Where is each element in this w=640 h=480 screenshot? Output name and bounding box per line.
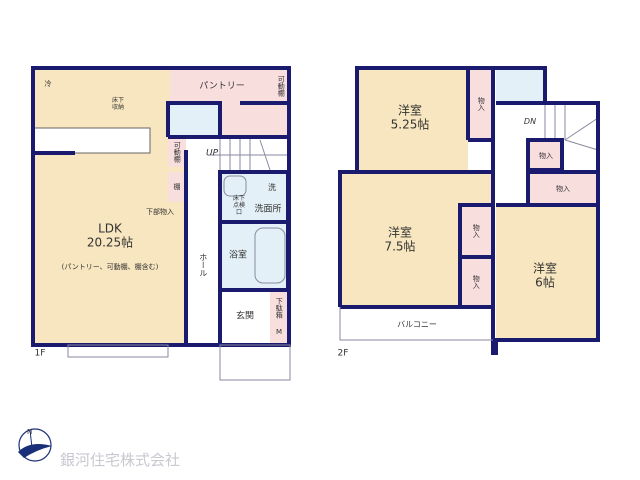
washroom-label: 洗面所 <box>254 204 282 215</box>
shelf-side <box>168 137 186 167</box>
closet-d <box>528 172 598 205</box>
room-6 <box>496 205 598 340</box>
pantry-label: パントリー <box>199 81 245 92</box>
hall-label: ホール <box>198 253 208 277</box>
toilet-2f <box>496 68 545 103</box>
sink-icon <box>223 175 247 197</box>
closet-b-label: 物入 <box>472 224 481 238</box>
shoe-box <box>270 290 288 345</box>
shelf-side-label: 可動棚 <box>173 141 182 163</box>
fridge-label: 冷 <box>44 79 52 88</box>
stairs-1f <box>210 137 288 171</box>
room-5-25 <box>357 68 468 170</box>
floor1-label: 1F <box>34 348 46 359</box>
company-name: 銀河住宅株式会社 <box>59 451 181 469</box>
bath-label: 浴室 <box>228 250 248 261</box>
compass-logo: N <box>18 428 52 462</box>
floor2-label: 2F <box>337 348 349 359</box>
closet-b2-label: 物入 <box>472 275 481 289</box>
ldk-area <box>33 68 186 345</box>
stairs-up-label: UP <box>205 148 219 159</box>
ldk-note: (パントリー、可動棚、棚含む) <box>61 262 159 271</box>
closet-c-label: 物入 <box>539 151 553 160</box>
kitchen-counter <box>32 127 151 154</box>
svg-text:N: N <box>27 428 32 436</box>
toilet-1f <box>168 103 220 137</box>
entrance-label: 玄関 <box>235 311 255 322</box>
walls-2f <box>338 66 600 355</box>
lower-storage-label: 下部物入 <box>146 207 174 216</box>
shelf <box>168 172 186 202</box>
shelf-label: 棚 <box>173 182 181 191</box>
inspection-label: 床下点検口 <box>232 195 245 217</box>
closet-a-label: 物入 <box>477 97 486 111</box>
shelf-top-label: 可動棚 <box>277 75 286 97</box>
closet-d-label: 物入 <box>556 184 570 193</box>
window-1f <box>67 344 169 358</box>
closet-a <box>468 68 493 140</box>
m-label: M <box>275 327 283 336</box>
closet-c <box>528 140 562 170</box>
shoe-box-label: 下駄箱 <box>275 297 284 319</box>
washer-label: 洗 <box>268 183 276 193</box>
balcony-rail <box>339 307 493 341</box>
wet-area <box>220 172 288 290</box>
underfloor-storage-label: 床下収納 <box>112 96 125 111</box>
stairs-dn-label: DN <box>523 117 537 127</box>
bathtub-icon <box>254 227 286 284</box>
balcony-label: バルコニー <box>397 320 437 330</box>
stairs-2f <box>544 103 599 151</box>
porch <box>219 344 291 381</box>
